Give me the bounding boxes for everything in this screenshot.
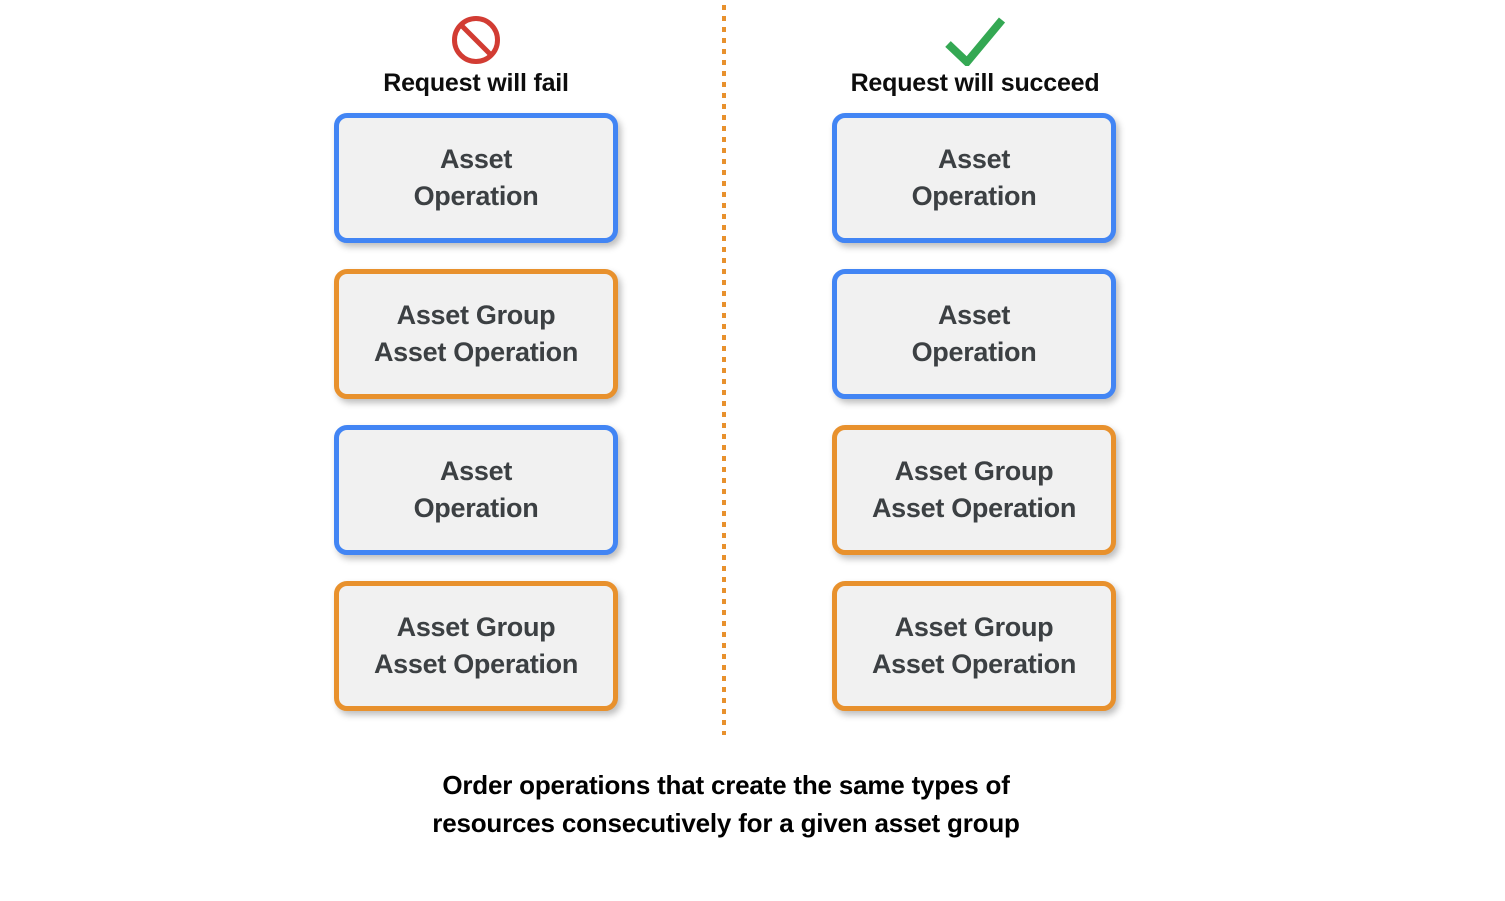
node-line: Asset — [937, 300, 1011, 330]
node-line: Asset Group — [396, 612, 556, 642]
node-asset-group-asset-operation[interactable]: Asset Group Asset Operation — [334, 269, 618, 399]
node-line: Asset Operation — [871, 649, 1077, 679]
node-line: Asset Operation — [373, 337, 579, 367]
column-label-succeed: Request will succeed — [850, 69, 1100, 97]
node-asset-operation[interactable]: Asset Operation — [832, 269, 1116, 399]
node-column-fail: Asset Operation Asset Group Asset Operat… — [334, 113, 618, 737]
node-asset-operation[interactable]: Asset Operation — [334, 113, 618, 243]
node-asset-group-asset-operation[interactable]: Asset Group Asset Operation — [334, 581, 618, 711]
node-asset-group-asset-operation[interactable]: Asset Group Asset Operation — [832, 581, 1116, 711]
caption-line-2: resources consecutively for a given asse… — [432, 808, 1020, 838]
node-line: Operation — [413, 493, 539, 523]
node-line: Asset — [937, 144, 1011, 174]
checkmark-icon — [765, 14, 1185, 66]
node-asset-operation[interactable]: Asset Operation — [334, 425, 618, 555]
column-label-fail: Request will fail — [383, 69, 569, 97]
node-asset-group-asset-operation[interactable]: Asset Group Asset Operation — [832, 425, 1116, 555]
node-line: Asset — [439, 144, 513, 174]
caption-line-1: Order operations that create the same ty… — [442, 770, 1010, 800]
node-line: Asset Operation — [373, 649, 579, 679]
node-line: Asset Operation — [871, 493, 1077, 523]
node-line: Asset Group — [396, 300, 556, 330]
node-line: Asset — [439, 456, 513, 486]
node-line: Asset Group — [894, 456, 1054, 486]
node-line: Operation — [911, 181, 1037, 211]
node-asset-operation[interactable]: Asset Operation — [832, 113, 1116, 243]
prohibition-icon — [266, 14, 686, 66]
node-column-succeed: Asset Operation Asset Operation Asset Gr… — [832, 113, 1116, 737]
node-line: Operation — [413, 181, 539, 211]
column-header-fail: Request will fail — [266, 14, 686, 98]
column-divider — [722, 5, 726, 735]
node-line: Asset Group — [894, 612, 1054, 642]
diagram-caption: Order operations that create the same ty… — [276, 766, 1176, 842]
node-line: Operation — [911, 337, 1037, 367]
column-header-succeed: Request will succeed — [765, 14, 1185, 98]
